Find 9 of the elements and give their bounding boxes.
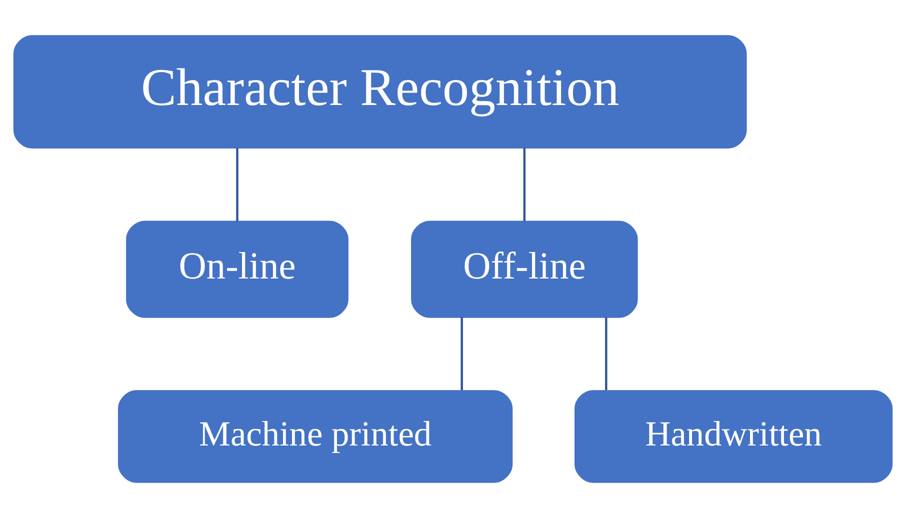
connector <box>460 316 463 390</box>
node-box: Character Recognition <box>13 34 747 148</box>
connector <box>236 148 238 221</box>
connector <box>605 316 608 390</box>
node-box: Machine printed <box>118 390 513 482</box>
node-box: Off-line <box>411 220 638 318</box>
node-box: Handwritten <box>574 390 893 482</box>
node-box: On-line <box>126 220 348 318</box>
connector <box>523 148 526 221</box>
